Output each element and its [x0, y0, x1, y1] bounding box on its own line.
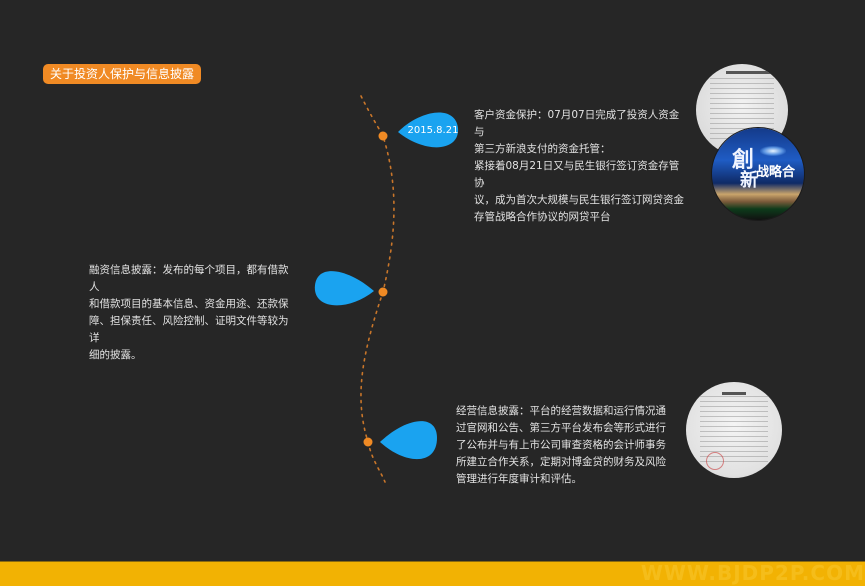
financing-disclosure-text: 融资信息披露：发布的每个项目，都有借款人 和借款项目的基本信息、资金用途、还款保…: [89, 262, 294, 364]
desc-line: 了公布并与有上市公司审查资格的会计师事务: [456, 439, 666, 451]
desc-line: 议，成为首次大规模与民生银行签订网贷资金: [474, 194, 684, 206]
desc-line: 过官网和公告、第三方平台发布会等形式进行: [456, 422, 666, 434]
timeline-dot-3: [363, 437, 373, 447]
desc-line: 障、担保责任、风险控制、证明文件等较为详: [89, 315, 289, 344]
desc-line: 经营信息披露：平台的经营数据和运行情况通: [456, 405, 666, 417]
footer-bar: [0, 561, 865, 586]
drop-marker-2: [314, 271, 374, 306]
desc-line: 紧接着08月21日又与民生银行签订资金存管协: [474, 160, 680, 189]
document-heading: [722, 392, 746, 395]
operation-disclosure-text: 经营信息披露：平台的经营数据和运行情况通 过官网和公告、第三方平台发布会等形式进…: [456, 403, 666, 488]
seal-stamp: [706, 452, 724, 470]
audit-report-photo: [686, 382, 782, 478]
site-watermark: WWW.BJDP2P.COM: [640, 561, 865, 585]
timeline-dot-2: [378, 287, 388, 297]
event-char: 創: [732, 147, 755, 173]
desc-line: 细的披露。: [89, 349, 142, 361]
document-heading: [726, 71, 776, 74]
desc-line: 存管战略合作协议的网贷平台: [474, 211, 611, 223]
stage-light: [760, 146, 786, 156]
drop-marker-3: [380, 421, 437, 460]
desc-line: 第三方新浪支付的资金托管：: [474, 143, 611, 155]
drop-marker-1: [398, 112, 459, 148]
desc-line: 客户资金保护：07月07日完成了投资人资金与: [474, 109, 680, 138]
event-char: 新: [740, 170, 758, 191]
strategic-cooperation-event-photo: 創 新 战略合: [712, 128, 804, 220]
desc-line: 和借款项目的基本信息、资金用途、还款保: [89, 298, 289, 310]
date-label: 2015.8.21: [407, 125, 459, 136]
event-banner-text: 战略合: [756, 165, 796, 180]
timeline-dot-1: [378, 131, 388, 141]
section-title-badge: 关于投资人保护与信息披露: [43, 64, 202, 84]
desc-line: 融资信息披露：发布的每个项目，都有借款人: [89, 264, 289, 293]
desc-line: 管理进行年度审计和评估。: [456, 473, 582, 485]
desc-line: 所建立合作关系，定期对博金贷的财务及风险: [456, 456, 666, 468]
customer-fund-protection-text: 客户资金保护：07月07日完成了投资人资金与 第三方新浪支付的资金托管： 紧接着…: [474, 107, 684, 226]
